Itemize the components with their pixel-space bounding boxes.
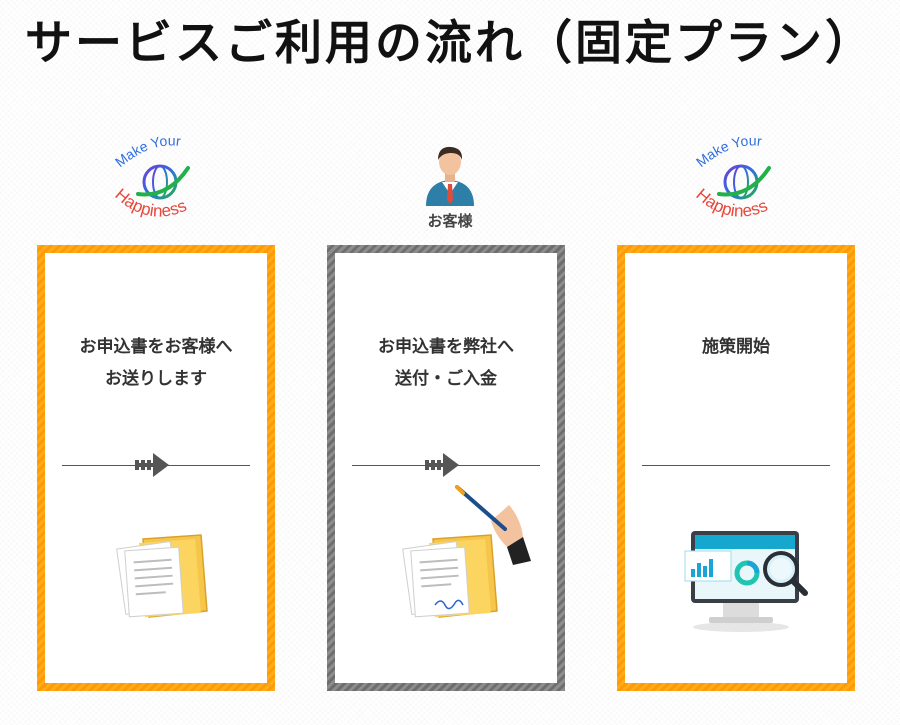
customer-figure: お客様	[410, 142, 490, 231]
company-logo: Make Your Happiness	[689, 128, 799, 238]
page-title: サービスご利用の流れ（固定プラン）	[25, 16, 875, 71]
step-card-2: お申込書を弊社へ 送付・ご入金	[327, 245, 565, 691]
svg-text:Make Your: Make Your	[112, 132, 182, 170]
globe-logo-icon: Make Your Happiness	[692, 132, 771, 221]
company-logo: Make Your Happiness	[108, 128, 218, 238]
step-card-1: お申込書をお客様へ お送りします	[37, 245, 275, 691]
divider	[642, 465, 830, 466]
analytics-monitor-icon	[684, 531, 808, 632]
arrow-right-icon	[135, 453, 169, 477]
step-text: 施策開始	[702, 337, 770, 357]
arrow-right-icon	[425, 453, 459, 477]
businessman-icon	[426, 146, 474, 206]
globe-logo-icon: Make Your Happiness	[111, 132, 190, 221]
customer-label: お客様	[427, 212, 473, 230]
step-text: お申込書を弊社へ 送付・ご入金	[378, 337, 514, 389]
signing-documents-icon	[402, 485, 531, 618]
documents-icon	[116, 534, 208, 618]
step-card-3: 施策開始	[617, 245, 855, 691]
step-text: お申込書をお客様へ お送りします	[79, 337, 233, 389]
svg-text:Make Your: Make Your	[693, 132, 763, 170]
